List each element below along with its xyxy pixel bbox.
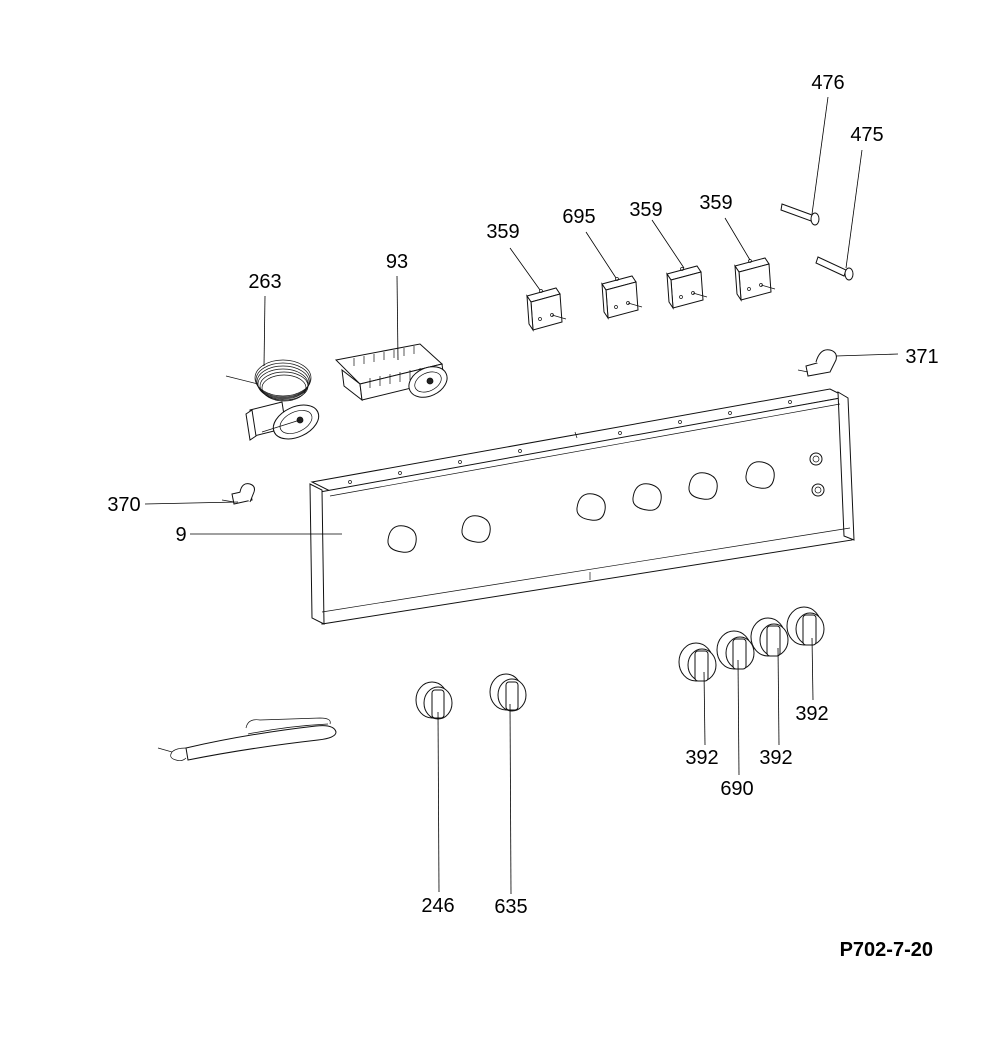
label-635: 635 (494, 896, 527, 918)
knob-392-b (750, 617, 789, 657)
label-263: 263 (248, 271, 281, 293)
clip-371 (797, 349, 837, 377)
knob-246 (415, 681, 453, 720)
knob-690 (716, 630, 755, 670)
label-392-b: 392 (759, 747, 792, 769)
knob-392-c (786, 606, 825, 646)
selector-switch (334, 343, 448, 402)
heating-element (157, 717, 337, 762)
clip-370 (221, 483, 255, 505)
screw-475 (815, 256, 854, 281)
switch-block-4 (734, 257, 776, 302)
control-panel (309, 388, 855, 625)
label-359-c: 359 (699, 192, 732, 214)
label-93: 93 (386, 251, 408, 273)
switch-block-3 (666, 265, 708, 310)
label-392-c: 392 (795, 703, 828, 725)
label-695: 695 (562, 206, 595, 228)
label-475: 475 (850, 124, 883, 146)
label-392-a: 392 (685, 747, 718, 769)
drawing-code: P702-7-20 (840, 939, 933, 961)
switch-block-1 (526, 287, 567, 332)
label-690: 690 (720, 778, 753, 800)
label-246: 246 (421, 895, 454, 917)
thermostat (225, 359, 320, 441)
part-number-labels: 476 475 359 695 359 359 263 93 371 370 9… (107, 72, 938, 918)
switch-block-2 (601, 275, 643, 320)
label-359-b: 359 (629, 199, 662, 221)
screw-476 (780, 203, 820, 226)
leader-lines (144, 96, 899, 895)
label-370: 370 (107, 494, 140, 516)
knob-635 (489, 673, 527, 712)
label-476: 476 (811, 72, 844, 94)
label-371: 371 (905, 346, 938, 368)
label-359-a: 359 (486, 221, 519, 243)
knob-392-a (678, 642, 717, 682)
label-9: 9 (175, 524, 186, 546)
